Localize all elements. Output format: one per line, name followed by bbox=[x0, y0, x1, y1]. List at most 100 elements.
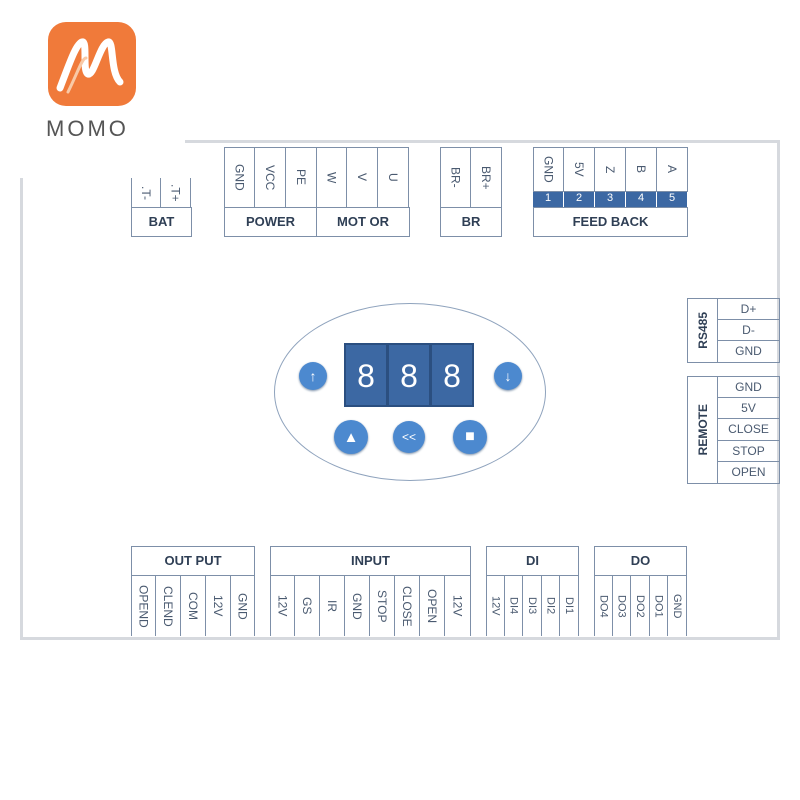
di-pin-4-label: DI2 bbox=[544, 597, 557, 615]
motor-pin-3-label: U bbox=[386, 173, 400, 182]
do-pin-1-label: DO4 bbox=[597, 594, 610, 618]
input-pin-5-label: STOP bbox=[375, 589, 389, 623]
di-pin-1: 12V bbox=[486, 575, 505, 636]
feedback-number-2: 2 bbox=[564, 192, 595, 207]
remote-pin-2: 5V bbox=[717, 397, 780, 419]
motor-label: MOT OR bbox=[316, 207, 410, 237]
triangle-up-icon: ▲ bbox=[343, 428, 359, 446]
square-stop-icon: ■ bbox=[465, 428, 475, 445]
input-pin-8: 12V bbox=[445, 575, 471, 636]
input-pin-1-label: 12V bbox=[275, 595, 290, 617]
br-pin-1: BR- bbox=[440, 147, 471, 208]
feedback-pin-5-label: A bbox=[665, 165, 679, 174]
momo-logo-icon bbox=[48, 22, 136, 106]
input-pin-7-label: OPEN bbox=[425, 588, 439, 623]
di-pin-5-label: DI1 bbox=[563, 597, 575, 615]
output-connector: OPEND CLEND COM 12V GND bbox=[131, 575, 255, 636]
feedback-pin-1-label: GND bbox=[541, 156, 556, 183]
input-label: INPUT bbox=[270, 546, 471, 576]
down-arrow-button[interactable]: ↓ bbox=[494, 362, 522, 390]
feedback-pin-3-label: Z bbox=[603, 165, 617, 174]
output-pin-1-label: OPEND bbox=[136, 584, 151, 628]
motor-pin-3: U bbox=[378, 147, 409, 208]
feedback-connector: GND 5V Z B A 1 2 3 4 5 bbox=[533, 147, 688, 207]
remote-pin-1: GND bbox=[717, 376, 780, 398]
power-connector: GND VCC PE bbox=[224, 147, 317, 208]
br-pin-2-label: BR+ bbox=[479, 165, 493, 190]
input-pin-7: OPEN bbox=[420, 575, 445, 636]
do-pin-5-label: GND bbox=[671, 593, 683, 619]
feedback-pin-2: 5V bbox=[564, 147, 595, 192]
input-pin-4-label: GND bbox=[350, 592, 364, 620]
di-pin-2: DI4 bbox=[505, 575, 523, 636]
triangle-button[interactable]: ▲ bbox=[334, 420, 368, 454]
up-arrow-button[interactable]: ↑ bbox=[299, 362, 327, 390]
back-button[interactable]: << bbox=[393, 421, 425, 453]
feedback-pin-1: GND bbox=[533, 147, 564, 192]
motor-pin-2-label: V bbox=[355, 173, 369, 182]
br-pin-1-label: BR- bbox=[448, 167, 463, 188]
motor-pin-1-label: W bbox=[324, 171, 339, 184]
display-digit-1: 8 bbox=[345, 344, 387, 406]
input-pin-4: GND bbox=[345, 575, 370, 636]
feedback-number-3: 3 bbox=[595, 192, 626, 207]
output-pin-3-label: COM bbox=[186, 592, 200, 620]
power-pin-1-label: GND bbox=[232, 164, 247, 191]
input-pin-1: 12V bbox=[270, 575, 295, 636]
output-label: OUT PUT bbox=[131, 546, 255, 576]
remote-pin-4: STOP bbox=[717, 440, 780, 462]
do-pin-2: DO3 bbox=[613, 575, 631, 636]
rs485-pin-1: D+ bbox=[717, 298, 780, 320]
di-label: DI bbox=[486, 546, 579, 576]
feedback-number-1: 1 bbox=[533, 192, 564, 207]
feedback-pin-5: A bbox=[657, 147, 688, 192]
do-pin-4-label: DO1 bbox=[652, 594, 665, 618]
di-pin-1-label: 12V bbox=[489, 596, 502, 616]
di-pin-2-label: DI4 bbox=[507, 597, 520, 615]
feedback-number-4: 4 bbox=[626, 192, 657, 207]
power-pin-3-label: PE bbox=[294, 169, 308, 186]
bat-pin-1-label: .T- bbox=[139, 185, 153, 200]
feedback-number-5: 5 bbox=[657, 192, 688, 207]
output-pin-5: GND bbox=[231, 575, 255, 636]
di-pin-3-label: DI3 bbox=[526, 597, 538, 615]
down-arrow-icon: ↓ bbox=[504, 368, 512, 384]
feedback-pin-4: B bbox=[626, 147, 657, 192]
input-pin-6: CLOSE bbox=[395, 575, 420, 636]
display-digit-3: 8 bbox=[431, 344, 473, 406]
do-label: DO bbox=[594, 546, 687, 576]
input-pin-5: STOP bbox=[370, 575, 395, 636]
do-pin-3-label: DO2 bbox=[634, 594, 646, 618]
feedback-pin-3: Z bbox=[595, 147, 626, 192]
output-pin-4-label: 12V bbox=[211, 595, 225, 617]
motor-connector: W V U bbox=[316, 147, 409, 208]
output-pin-2: CLEND bbox=[156, 575, 181, 636]
do-pin-3: DO2 bbox=[631, 575, 650, 636]
remote-label: REMOTE bbox=[687, 376, 718, 484]
do-pin-2-label: DO3 bbox=[615, 594, 628, 618]
power-pin-2: VCC bbox=[255, 147, 286, 208]
input-pin-3-label: IR bbox=[325, 600, 339, 612]
input-pin-8-label: 12V bbox=[450, 595, 465, 617]
power-label: POWER bbox=[224, 207, 317, 237]
output-pin-4: 12V bbox=[206, 575, 231, 636]
rs485-label-text: RS485 bbox=[695, 312, 710, 349]
board-outline bbox=[20, 140, 780, 640]
square-button[interactable]: ■ bbox=[453, 420, 487, 454]
rs485-pin-3: GND bbox=[717, 340, 780, 363]
do-pin-4: DO1 bbox=[650, 575, 668, 636]
feedback-pin-4-label: B bbox=[634, 165, 648, 174]
output-pin-3: COM bbox=[181, 575, 206, 636]
remote-pin-3: CLOSE bbox=[717, 418, 780, 441]
br-pin-2: BR+ bbox=[471, 147, 502, 208]
di-pin-5: DI1 bbox=[560, 575, 579, 636]
do-pin-5: GND bbox=[668, 575, 687, 636]
di-pin-4: DI2 bbox=[542, 575, 560, 636]
br-connector: BR- BR+ bbox=[440, 147, 502, 208]
rs485-pin-2: D- bbox=[717, 319, 780, 341]
input-pin-2-label: GS bbox=[300, 597, 314, 615]
power-pin-3: PE bbox=[286, 147, 317, 208]
do-pin-1: DO4 bbox=[594, 575, 613, 636]
di-pin-3: DI3 bbox=[523, 575, 542, 636]
bat-pin-2-label: .T+ bbox=[168, 183, 183, 202]
